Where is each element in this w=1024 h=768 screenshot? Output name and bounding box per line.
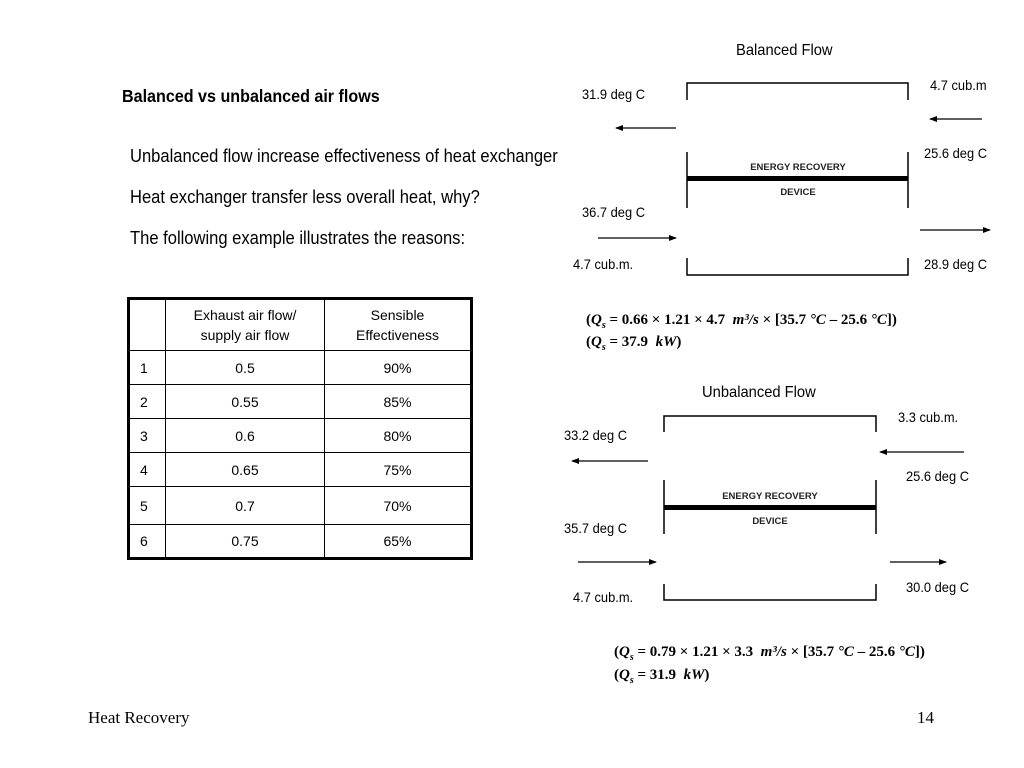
balanced-top-right-flow: 4.7 cub.m: [930, 77, 987, 93]
unbalanced-top-duct: [663, 415, 877, 432]
bullet-text-3: The following example illustrates the re…: [130, 228, 466, 248]
unbalanced-top-left-temp: 33.2 deg C: [564, 427, 628, 443]
bullet-text-2: Heat exchanger transfer less overall hea…: [130, 187, 480, 207]
table-row: 3 0.6 80%: [128, 418, 472, 453]
table-header-row: Exhaust air flow/ supply air flow Sensib…: [128, 298, 472, 351]
unbalanced-top-right-temp: 25.6 deg C: [906, 468, 970, 484]
row-flow-ratio: 0.5: [165, 350, 325, 385]
unbalanced-device-label-2: DEVICE: [752, 516, 787, 527]
table-row: 5 0.7 70%: [128, 486, 472, 525]
effectiveness-table: Exhaust air flow/ supply air flow Sensib…: [127, 297, 473, 560]
balanced-top-duct: [686, 82, 909, 100]
slide-title: Balanced vs unbalanced air flows: [122, 86, 380, 106]
balanced-top-left-temp: 31.9 deg C: [582, 86, 646, 102]
unbalanced-bottom-right-temp: 30.0 deg C: [906, 579, 970, 595]
balanced-top-right-temp: 25.6 deg C: [924, 145, 988, 161]
table-header-index: [128, 298, 166, 351]
balanced-bottom-duct: [686, 258, 909, 276]
balanced-formula-2: (Qs = 37.9 kW): [586, 334, 682, 353]
balanced-bottom-right-temp: 28.9 deg C: [924, 256, 988, 272]
table-header-flow-ratio: Exhaust air flow/ supply air flow: [165, 298, 325, 351]
row-effectiveness: 85%: [324, 384, 472, 419]
unbalanced-flow-title: Unbalanced Flow: [702, 384, 816, 401]
table-header-effectiveness: Sensible Effectiveness: [324, 298, 472, 351]
unbalanced-bottom-left-flow: 4.7 cub.m.: [573, 589, 634, 605]
balanced-diagram: ENERGY RECOVERY DEVICE: [598, 82, 991, 276]
row-index: 6: [128, 524, 166, 559]
unbalanced-device-label-1: ENERGY RECOVERY: [722, 491, 818, 502]
row-index: 4: [128, 452, 166, 487]
table-row: 4 0.65 75%: [128, 452, 472, 487]
unbalanced-formula-1: (Qs = 0.79 × 1.21 × 3.3 m³/s × [35.7 °C …: [614, 644, 925, 663]
table-row: 2 0.55 85%: [128, 384, 472, 419]
row-index: 1: [128, 350, 166, 385]
balanced-device-label-1: ENERGY RECOVERY: [750, 162, 846, 173]
bullet-text-1: Unbalanced flow increase effectiveness o…: [130, 146, 558, 166]
row-effectiveness: 90%: [324, 350, 472, 385]
row-effectiveness: 75%: [324, 452, 472, 487]
balanced-bottom-left-flow: 4.7 cub.m.: [573, 256, 634, 272]
table-row: 1 0.5 90%: [128, 350, 472, 385]
balanced-device-label-2: DEVICE: [780, 187, 815, 198]
unbalanced-formula-2: (Qs = 31.9 kW): [614, 667, 710, 686]
row-index: 3: [128, 418, 166, 453]
header-flow-ratio-line2: supply air flow: [200, 327, 290, 343]
row-effectiveness: 65%: [324, 524, 472, 559]
table-row: 6 0.75 65%: [128, 524, 472, 559]
unbalanced-diagram: ENERGY RECOVERY DEVICE: [571, 415, 964, 601]
balanced-bottom-left-temp: 36.7 deg C: [582, 204, 646, 220]
row-effectiveness: 80%: [324, 418, 472, 453]
balanced-formula-1: (Qs = 0.66 × 1.21 × 4.7 m³/s × [35.7 °C …: [586, 312, 897, 331]
row-flow-ratio: 0.6: [165, 418, 325, 453]
balanced-device-bar: [687, 176, 908, 181]
row-flow-ratio: 0.65: [165, 452, 325, 487]
header-effectiveness-line2: Effectiveness: [355, 327, 439, 343]
row-flow-ratio: 0.55: [165, 384, 325, 419]
unbalanced-bottom-left-temp: 35.7 deg C: [564, 520, 628, 536]
unbalanced-top-right-flow: 3.3 cub.m.: [898, 409, 959, 425]
row-index: 2: [128, 384, 166, 419]
row-index: 5: [128, 486, 166, 525]
unbalanced-device-bar: [664, 505, 876, 510]
page-number: 14: [917, 708, 934, 727]
row-effectiveness: 70%: [324, 486, 472, 525]
row-flow-ratio: 0.75: [165, 524, 325, 559]
unbalanced-bottom-duct: [663, 584, 877, 601]
header-effectiveness-line1: Sensible: [370, 307, 425, 323]
footer-title: Heat Recovery: [88, 708, 190, 727]
header-flow-ratio-line1: Exhaust air flow/: [193, 307, 297, 323]
balanced-flow-title: Balanced Flow: [736, 42, 833, 59]
row-flow-ratio: 0.7: [165, 486, 325, 525]
